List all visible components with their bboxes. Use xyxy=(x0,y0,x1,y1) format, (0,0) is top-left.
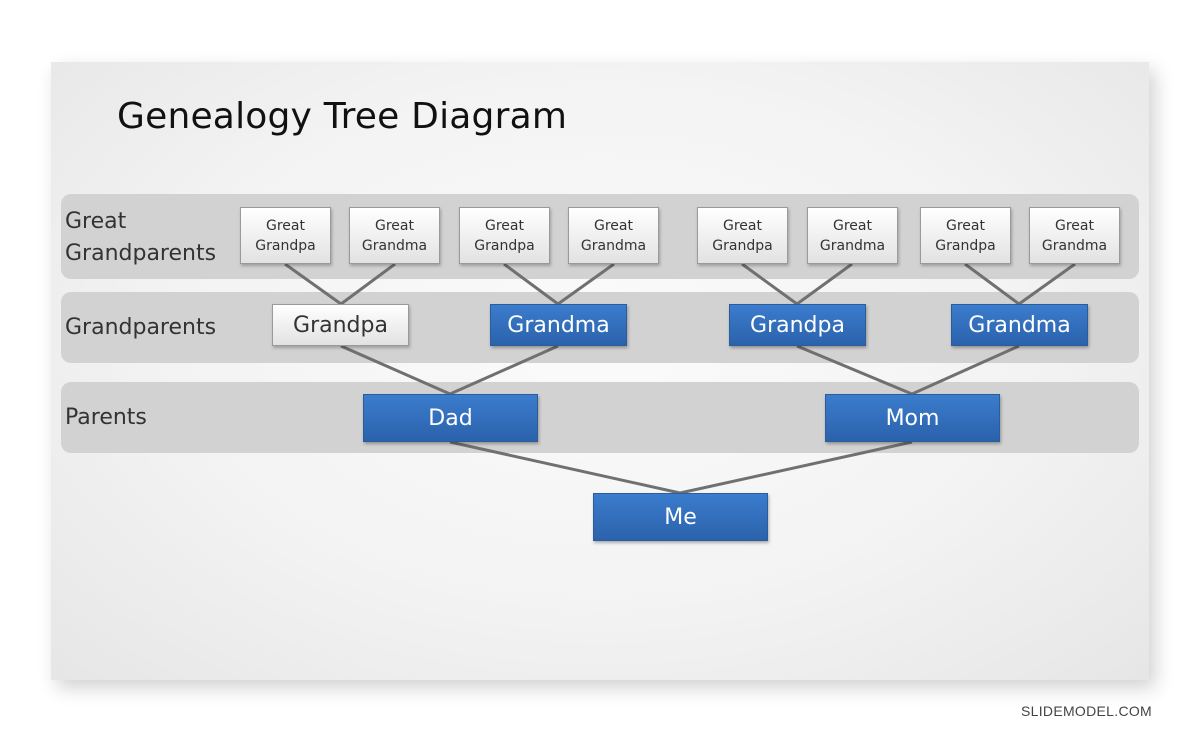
row-label-parents: Parents xyxy=(65,405,147,430)
box-label: Grandpa xyxy=(255,237,316,254)
box-label: Grandma xyxy=(580,237,647,254)
me-box[interactable]: Me xyxy=(593,493,768,541)
connector xyxy=(796,344,913,396)
connector xyxy=(557,262,615,306)
connector xyxy=(503,262,559,306)
connector xyxy=(1018,262,1076,306)
row-label-line2: Grandparents xyxy=(65,241,217,266)
slide: Genealogy Tree Diagram Great Grandparent… xyxy=(51,62,1149,680)
connector xyxy=(964,262,1020,306)
box-label: Great xyxy=(946,217,985,234)
dad-box[interactable]: Dad xyxy=(363,394,538,442)
box-label: Great xyxy=(833,217,872,234)
grandma-box-maternal[interactable]: Grandma xyxy=(951,304,1088,346)
grandpa-box-maternal[interactable]: Grandpa xyxy=(729,304,866,346)
row-label-great-grandparents: Great Grandparents xyxy=(65,206,216,270)
connector-lines xyxy=(284,262,1076,495)
box-label: Grandpa xyxy=(935,237,996,254)
connector xyxy=(340,262,396,306)
row-label-grandparents: Grandparents xyxy=(65,315,217,340)
row-label-line1: Great xyxy=(65,209,127,234)
connector xyxy=(796,262,853,306)
connector xyxy=(284,262,342,306)
connector xyxy=(741,262,798,306)
connector xyxy=(911,344,1020,396)
box-label: Grandma xyxy=(1041,237,1108,254)
mom-box[interactable]: Mom xyxy=(825,394,1000,442)
box-label: Great xyxy=(375,217,414,234)
slide-title: Genealogy Tree Diagram xyxy=(117,96,568,137)
connector xyxy=(449,440,681,495)
grandma-box-paternal[interactable]: Grandma xyxy=(490,304,627,346)
box-label: Great xyxy=(485,217,524,234)
connector xyxy=(449,344,559,396)
connector xyxy=(340,344,451,396)
box-label: Grandpa xyxy=(712,237,773,254)
connector xyxy=(679,440,913,495)
box-label: Great xyxy=(266,217,305,234)
grandpa-box-paternal[interactable]: Grandpa xyxy=(272,304,409,346)
box-label: Grandma xyxy=(819,237,886,254)
box-label: Grandma xyxy=(361,237,428,254)
box-label: Great xyxy=(1055,217,1094,234)
watermark: SLIDEMODEL.COM xyxy=(1021,703,1152,719)
box-label: Grandpa xyxy=(474,237,535,254)
box-label: Great xyxy=(594,217,633,234)
box-label: Great xyxy=(723,217,762,234)
